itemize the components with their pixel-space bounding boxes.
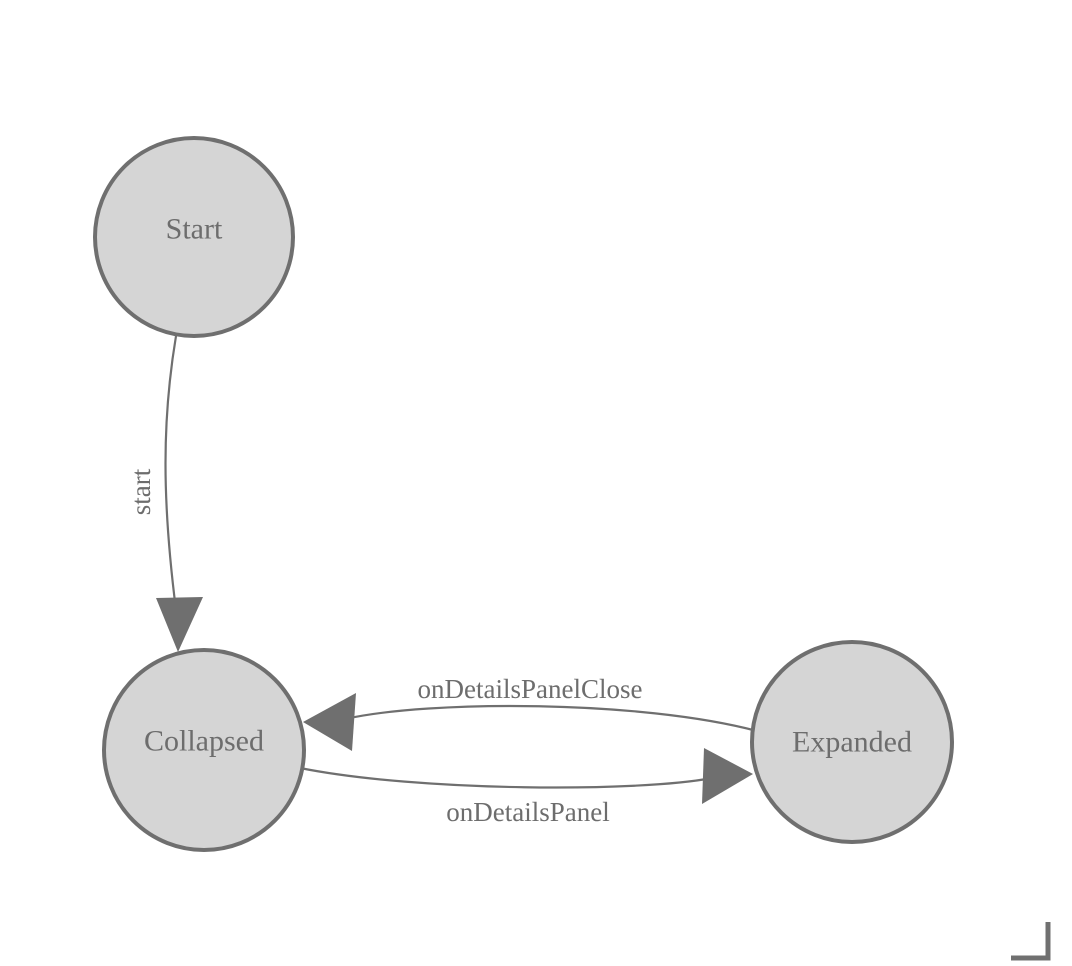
edge-collapsed-expanded[interactable]: onDetailsPanel — [298, 748, 753, 827]
node-collapsed-circle[interactable] — [102, 648, 306, 852]
edge-collapsed-expanded-label: onDetailsPanel — [446, 797, 609, 827]
edge-expanded-collapsed-path — [343, 704, 759, 733]
edge-collapsed-expanded-path — [298, 766, 714, 789]
node-collapsed[interactable]: Collapsed — [102, 648, 306, 852]
node-start-label: Start — [166, 213, 223, 246]
edge-start-collapsed-label: start — [126, 468, 156, 515]
edge-start-collapsed[interactable]: start — [126, 334, 203, 652]
node-expanded-label: Expanded — [792, 726, 912, 759]
node-expanded[interactable]: Expanded — [750, 640, 954, 844]
node-expanded-circle[interactable] — [750, 640, 954, 844]
edge-expanded-collapsed-label: onDetailsPanelClose — [418, 674, 643, 704]
edge-expanded-collapsed-arrowhead — [303, 693, 356, 751]
resize-corner-mark-icon[interactable] — [1011, 922, 1051, 961]
edge-expanded-collapsed[interactable]: onDetailsPanelClose — [303, 674, 759, 751]
edge-start-collapsed-arrowhead — [156, 597, 203, 652]
node-collapsed-label: Collapsed — [144, 725, 264, 758]
node-start[interactable]: Start — [93, 136, 295, 338]
edge-collapsed-expanded-arrowhead — [702, 748, 753, 804]
edge-start-collapsed-path — [164, 334, 178, 612]
node-start-circle[interactable] — [93, 136, 295, 338]
